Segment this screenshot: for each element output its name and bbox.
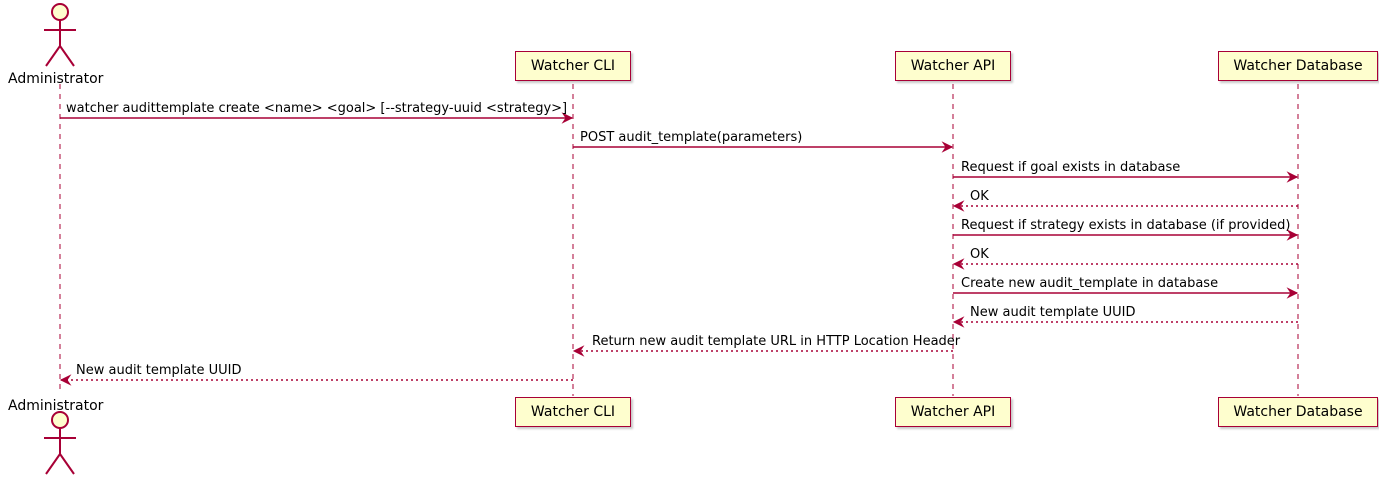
participant-label: Watcher API	[910, 404, 996, 420]
arrow-head	[952, 316, 965, 328]
participant-label: Watcher CLI	[530, 58, 616, 74]
message-6	[952, 258, 1298, 270]
message-8	[952, 316, 1298, 328]
arrow-head	[1286, 287, 1299, 299]
message-5	[953, 229, 1299, 241]
message-label-9: Return new audit template URL in HTTP Lo…	[592, 334, 961, 349]
participant-box-watcher-db-top[interactable]: Watcher Database	[1218, 51, 1378, 81]
message-9	[572, 345, 953, 357]
message-10	[59, 374, 573, 386]
actor-leg-right	[59, 45, 75, 67]
arrow-head	[941, 141, 954, 153]
participant-label-administrator-bottom: Administrator	[8, 398, 104, 414]
actor-leg-left	[45, 453, 61, 475]
message-label-1: watcher audittemplate create <name> <goa…	[66, 101, 568, 116]
actor-figure	[44, 3, 76, 67]
participant-box-watcher-cli-bottom[interactable]: Watcher CLI	[514, 397, 632, 427]
actor-head-icon	[51, 3, 69, 21]
actor-head-icon	[51, 411, 69, 429]
actor-leg-left	[45, 45, 61, 67]
message-3	[953, 171, 1299, 183]
participant-box-watcher-api-top[interactable]: Watcher API	[894, 51, 1012, 81]
participant-box-watcher-cli-top[interactable]: Watcher CLI	[514, 51, 632, 81]
arrow-head	[1286, 171, 1299, 183]
participant-label: Watcher API	[910, 58, 996, 74]
arrow-head	[561, 112, 574, 124]
message-label-2: POST audit_template(parameters)	[580, 130, 803, 145]
arrow-head	[952, 200, 965, 212]
participant-label-administrator-top: Administrator	[8, 71, 104, 87]
participant-label: Watcher Database	[1233, 58, 1363, 74]
arrow-head	[952, 258, 965, 270]
message-2	[573, 141, 954, 153]
message-1	[60, 112, 574, 124]
arrow-head	[59, 374, 72, 386]
message-label-6: OK	[970, 247, 989, 262]
actor-figure	[44, 411, 76, 475]
message-label-10: New audit template UUID	[76, 363, 242, 378]
message-label-8: New audit template UUID	[970, 305, 1136, 320]
message-label-7: Create new audit_template in database	[961, 276, 1219, 291]
arrow-head	[572, 345, 585, 357]
arrow-head	[1286, 229, 1299, 241]
participant-label: Watcher CLI	[530, 404, 616, 420]
participant-label: Watcher Database	[1233, 404, 1363, 420]
message-label-3: Request if goal exists in database	[961, 160, 1181, 175]
participant-box-watcher-api-bottom[interactable]: Watcher API	[894, 397, 1012, 427]
message-label-4: OK	[970, 189, 989, 204]
actor-leg-right	[59, 453, 75, 475]
message-4	[952, 200, 1298, 212]
message-label-5: Request if strategy exists in database (…	[961, 218, 1291, 233]
participant-box-watcher-db-bottom[interactable]: Watcher Database	[1218, 397, 1378, 427]
message-7	[953, 287, 1299, 299]
